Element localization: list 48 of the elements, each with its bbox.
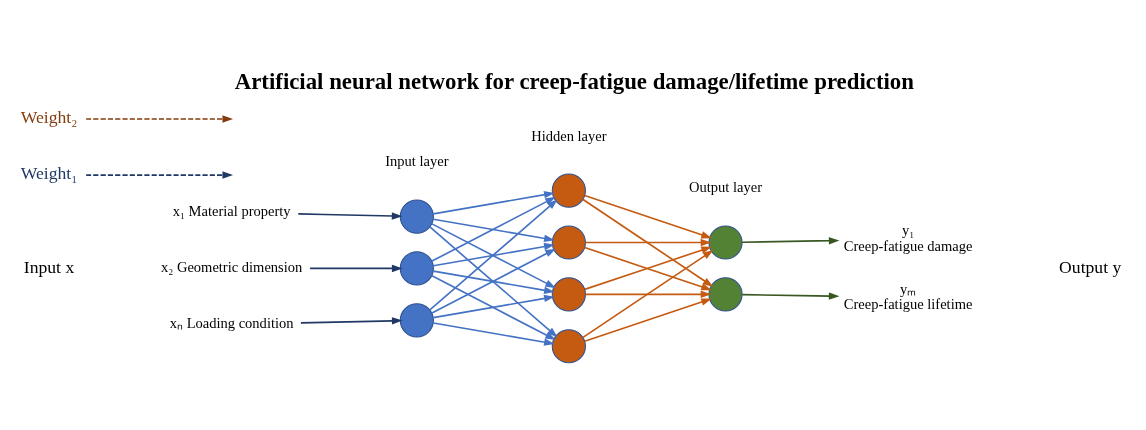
arrow [432, 270, 555, 294]
arrow [309, 264, 403, 273]
arrow [432, 242, 555, 267]
diagram-title: Artificial neural network for creep-fatigue damage/lifetime prediction [234, 68, 914, 94]
node-circle [551, 225, 586, 260]
node-text: yₘ Creep-fatigue lifetime [843, 280, 973, 313]
arrow [584, 290, 712, 299]
node-text: x₁ Material property [172, 203, 291, 220]
arrow [584, 238, 712, 247]
arrow [432, 294, 555, 319]
arrow [429, 226, 558, 338]
label: Input layer [385, 153, 449, 170]
node-text: xₙ Loading condition [169, 315, 294, 332]
node-text: Weight₂ [20, 107, 78, 128]
arrow [583, 298, 712, 343]
node-circle [708, 277, 743, 312]
node-text: x₂ Geometric dimension [160, 259, 303, 276]
label: Output layer [689, 179, 762, 196]
arrow [431, 223, 556, 289]
arrow [431, 274, 556, 341]
arrow [583, 194, 712, 239]
node-circle [708, 225, 743, 260]
arrow [429, 199, 558, 311]
node-circle [551, 173, 586, 208]
arrow [741, 292, 840, 300]
node-text: Weight₁ [20, 163, 78, 184]
label: Output y [1059, 256, 1122, 277]
node-circle [399, 251, 434, 286]
node-circle [399, 199, 434, 234]
arrow [300, 317, 403, 325]
arrow [432, 218, 555, 243]
arrow [582, 249, 714, 339]
node-text: y₁ Creep-fatigue damage [843, 222, 973, 254]
arrow [297, 212, 403, 220]
arrow [583, 246, 712, 291]
node-circle [399, 303, 434, 338]
arrow [432, 322, 555, 346]
arrow [85, 115, 234, 123]
label: Hidden layer [531, 127, 607, 144]
arrow [432, 191, 555, 215]
label: Input x [23, 256, 75, 277]
node-circle [551, 277, 586, 312]
node-circle [551, 329, 586, 364]
arrow [741, 237, 840, 245]
arrow [582, 198, 714, 287]
arrow [431, 196, 556, 262]
arrow [85, 171, 234, 179]
arrow [431, 248, 556, 314]
